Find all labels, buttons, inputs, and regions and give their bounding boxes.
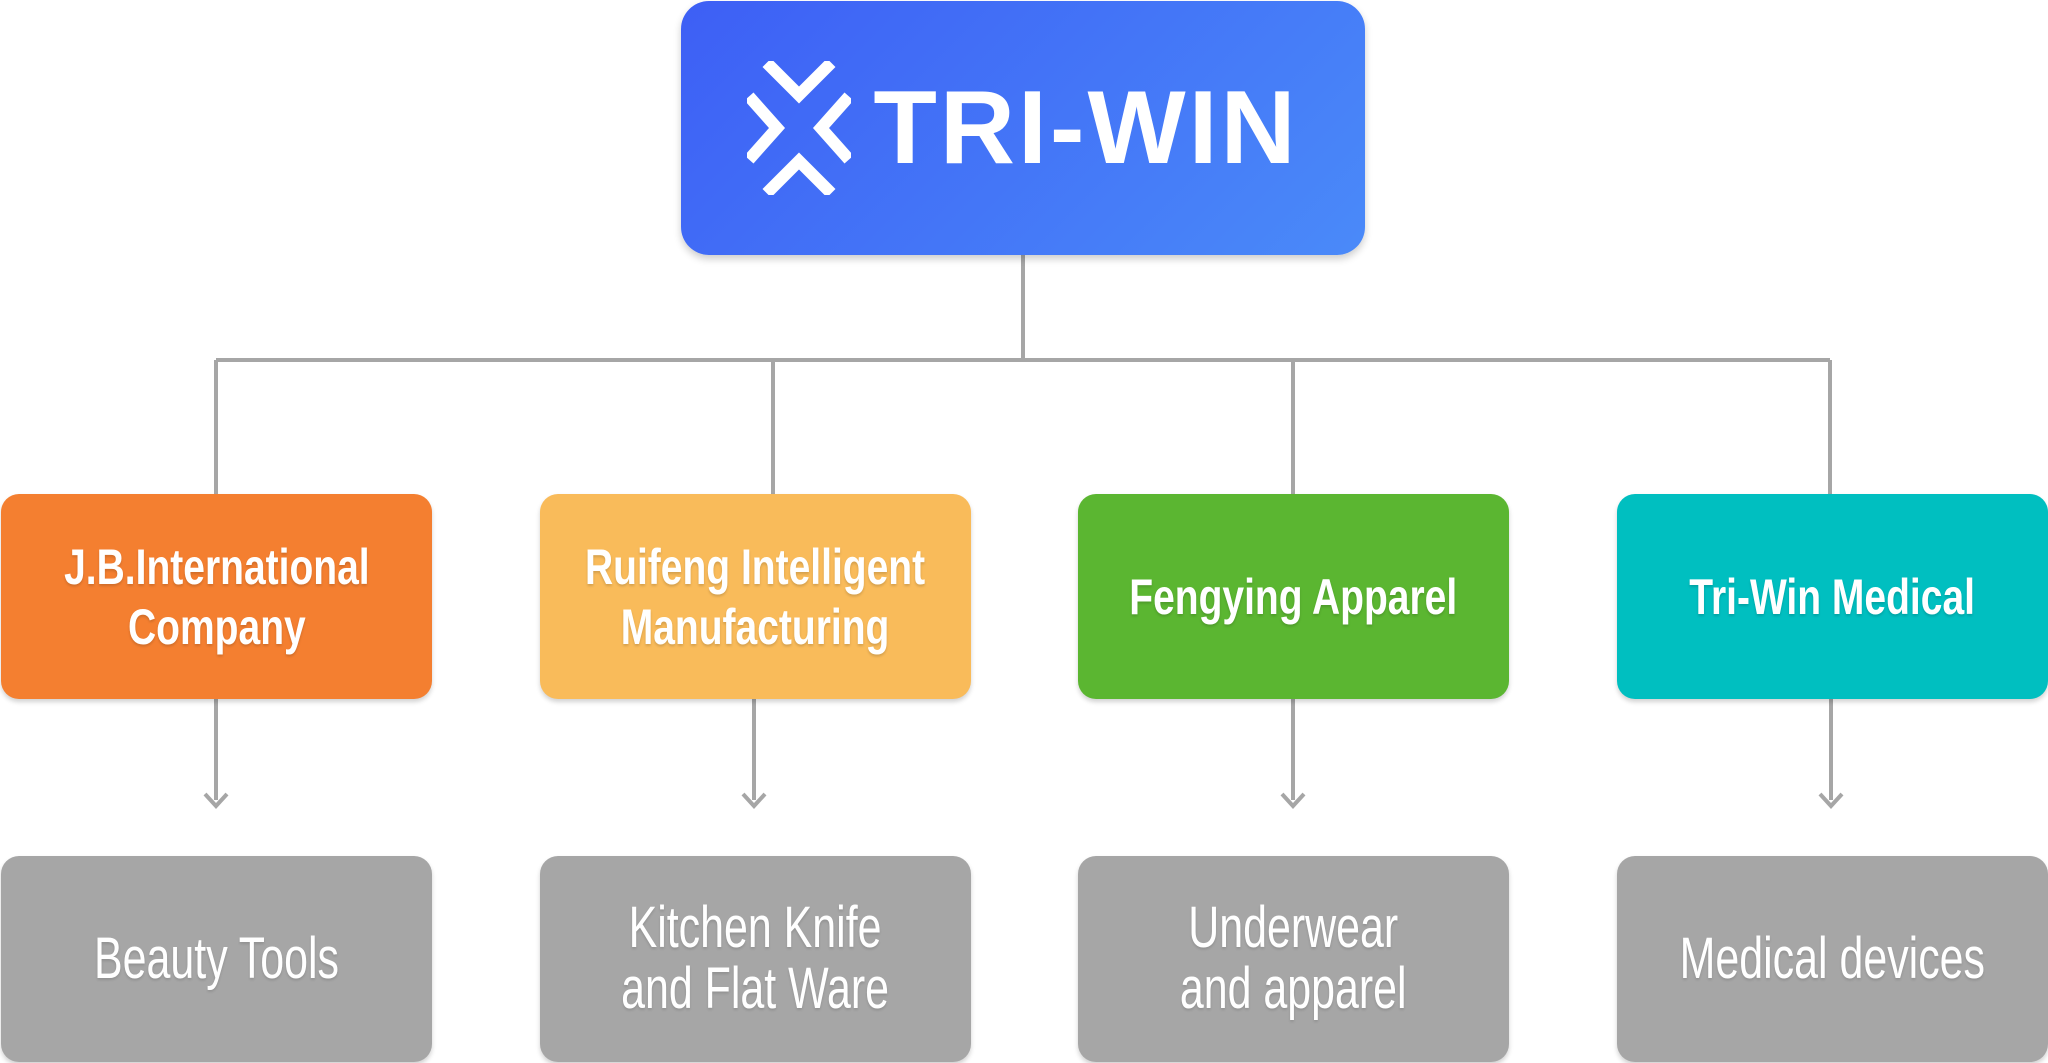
arrow-head-1 <box>203 792 229 809</box>
product-label-line1: Medical devices <box>1679 925 1986 991</box>
product-label-line2: and apparel <box>1180 956 1407 1021</box>
company-label-line1: J.B.International <box>63 538 370 595</box>
product-label-line1: Kitchen Knife <box>629 895 882 961</box>
product-label: Kitchen Knife and Flat Ware <box>621 895 890 1021</box>
company-node-jb-international: J.B.International Company <box>1 494 432 699</box>
company-label-line1: Fengying Apparel <box>1129 568 1458 625</box>
company-label-line2: Manufacturing <box>621 598 890 655</box>
product-node-beauty-tools: Beauty Tools <box>1 856 432 1062</box>
company-node-ruifeng: Ruifeng Intelligent Manufacturing <box>540 494 971 699</box>
arrow-head-4 <box>1818 792 1844 809</box>
product-node-underwear: Underwear and apparel <box>1078 856 1509 1062</box>
company-node-tri-win-medical: Tri-Win Medical <box>1617 494 2048 699</box>
company-node-fengying: Fengying Apparel <box>1078 494 1509 699</box>
tri-win-x-arrows-icon <box>747 61 852 195</box>
product-label-line1: Beauty Tools <box>94 925 339 991</box>
product-label: Beauty Tools <box>94 925 339 991</box>
company-label-line1: Ruifeng Intelligent <box>585 538 926 595</box>
product-label: Medical devices <box>1679 925 1986 991</box>
brand-name: TRI-WIN <box>873 70 1299 186</box>
product-label-line1: Underwear <box>1188 895 1399 961</box>
arrow-head-3 <box>1280 792 1306 809</box>
product-node-medical-devices: Medical devices <box>1617 856 2048 1062</box>
product-label-line2: and Flat Ware <box>621 956 890 1021</box>
arrow-head-2 <box>741 792 767 809</box>
root-logo: TRI-WIN <box>747 61 1298 195</box>
root-node: TRI-WIN <box>681 1 1365 255</box>
company-label: Fengying Apparel <box>1130 567 1458 627</box>
company-label: Ruifeng Intelligent Manufacturing <box>585 537 925 657</box>
company-label: J.B.International Company <box>64 537 370 657</box>
company-label: Tri-Win Medical <box>1690 567 1976 627</box>
company-label-line2: Company <box>127 598 306 655</box>
company-label-line1: Tri-Win Medical <box>1689 568 1976 625</box>
product-node-kitchen-knife: Kitchen Knife and Flat Ware <box>540 856 971 1062</box>
product-label: Underwear and apparel <box>1180 895 1407 1021</box>
